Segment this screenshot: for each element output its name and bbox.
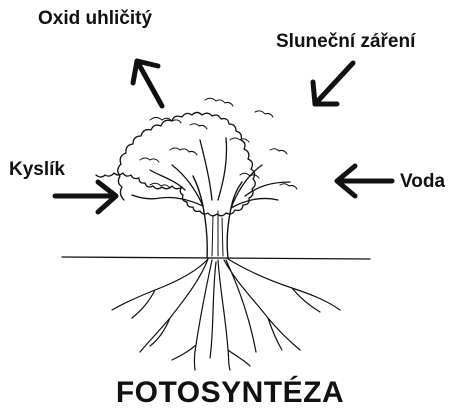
label-kyslik: Kyslík	[9, 159, 65, 181]
label-slunecni-zareni: Sluneční záření	[276, 31, 415, 53]
label-oxid-uhlicity: Oxid uhličitý	[38, 8, 152, 30]
tree-roots	[112, 259, 340, 370]
arrow-voda-icon	[337, 166, 392, 196]
tree-canopy	[96, 113, 255, 216]
arrow-oxid-icon	[133, 61, 162, 106]
ground-line	[62, 257, 370, 259]
diagram-title: FOTOSYNTÉZA	[0, 376, 460, 410]
label-voda: Voda	[400, 171, 445, 193]
arrow-kyslik-icon	[55, 182, 116, 212]
arrow-slunce-icon	[313, 63, 353, 104]
tree-branches	[132, 138, 290, 208]
